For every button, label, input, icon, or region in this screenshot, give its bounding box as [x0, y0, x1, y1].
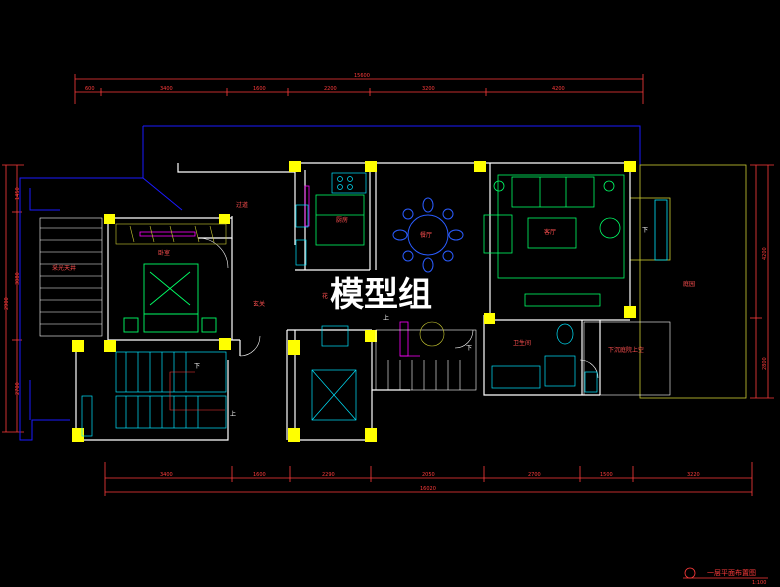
wardrobe: [115, 223, 227, 245]
dim-bottom-6: 1500: [600, 472, 613, 478]
dim-left-2: 3080: [15, 272, 21, 285]
door-swings: [197, 237, 599, 379]
dim-bottom-total: 16020: [420, 486, 436, 492]
bathroom-fixtures: [491, 323, 598, 393]
dim-top-6: 4200: [552, 86, 565, 92]
watermark: 模型组: [330, 275, 432, 315]
dim-bottom-4: 2050: [422, 472, 435, 478]
walls: [75, 162, 631, 441]
drawing-scale: 1:100: [752, 580, 766, 586]
dim-top-3: 1600: [253, 86, 266, 92]
dim-right-1: 4200: [762, 247, 768, 260]
elevator-shaft: [311, 325, 357, 421]
garden-step-down-label: 下: [642, 227, 648, 234]
kitchen-fixtures: [295, 172, 367, 266]
bottom-dimension-chain: 3400 1600 2290 2050 2700 1500 3220 16020: [104, 462, 753, 496]
kitchen-island: [315, 194, 365, 246]
room-label-living: 客厅: [544, 228, 556, 236]
center-stair-down-label: 下: [466, 345, 472, 352]
dim-top-1: 600: [85, 86, 95, 92]
room-label-entry: 花: [322, 292, 328, 300]
storage-hatch: [583, 321, 671, 396]
dim-left-3: 2900: [4, 297, 10, 310]
room-label-balcony: 采光天井: [52, 264, 76, 272]
stair-markers: 下 上 上 下 下: [194, 227, 648, 418]
left-staircase: [81, 351, 227, 437]
site-outline: [19, 125, 641, 441]
dim-bottom-7: 3220: [687, 472, 700, 478]
room-labels: 采光天井 卧室 过道 厨房 餐厅 客厅 庭园 玄关 卫生间 下沉庭院上空 花: [52, 201, 695, 354]
stair-up-label: 上: [230, 410, 236, 418]
room-label-bathroom: 卫生间: [513, 339, 531, 347]
right-dimension-chain: 4200 2800: [750, 164, 774, 399]
drawing-title: 一层平面布置图: [707, 568, 756, 577]
room-label-corridor: 过道: [236, 201, 248, 209]
left-dimension-chain: 1450 3080 2900 2700: [2, 164, 24, 433]
dining-table: [392, 197, 464, 273]
room-label-dining: 餐厅: [420, 231, 432, 239]
room-label-bedroom: 卧室: [158, 249, 170, 257]
dim-left-1: 1450: [15, 187, 21, 200]
dim-top-total: 15600: [354, 73, 370, 79]
dim-left-4: 2700: [15, 382, 21, 395]
dim-top-4: 2200: [324, 86, 337, 92]
bedroom-furniture: [123, 263, 217, 333]
center-staircase: [375, 321, 477, 391]
dim-bottom-3: 2290: [322, 472, 335, 478]
dim-bottom-1: 3400: [160, 472, 173, 478]
stair-down-label: 下: [194, 363, 200, 370]
center-stair-up-label: 上: [383, 314, 389, 322]
room-label-storage: 下沉庭院上空: [608, 346, 644, 354]
stair-arrow: [169, 371, 225, 411]
garden-furniture: [654, 199, 668, 261]
doors-windows: [139, 185, 420, 357]
room-label-hall: 玄关: [253, 300, 265, 308]
room-label-kitchen: 厨房: [336, 216, 348, 224]
room-label-garden: 庭园: [683, 280, 695, 288]
dim-right-2: 2800: [762, 357, 768, 370]
dim-bottom-2: 1600: [253, 472, 266, 478]
dim-bottom-5: 2700: [528, 472, 541, 478]
dim-top-5: 3200: [422, 86, 435, 92]
structural-columns: [72, 161, 636, 442]
title-block: 一层平面布置图 1:100: [683, 567, 768, 586]
balcony-slats: [39, 217, 103, 337]
dim-top-2: 3400: [160, 86, 173, 92]
living-room-furniture: [483, 174, 625, 307]
top-dimension-chain: 15600 600 3400 1600 2200 3200 4200: [74, 73, 644, 104]
